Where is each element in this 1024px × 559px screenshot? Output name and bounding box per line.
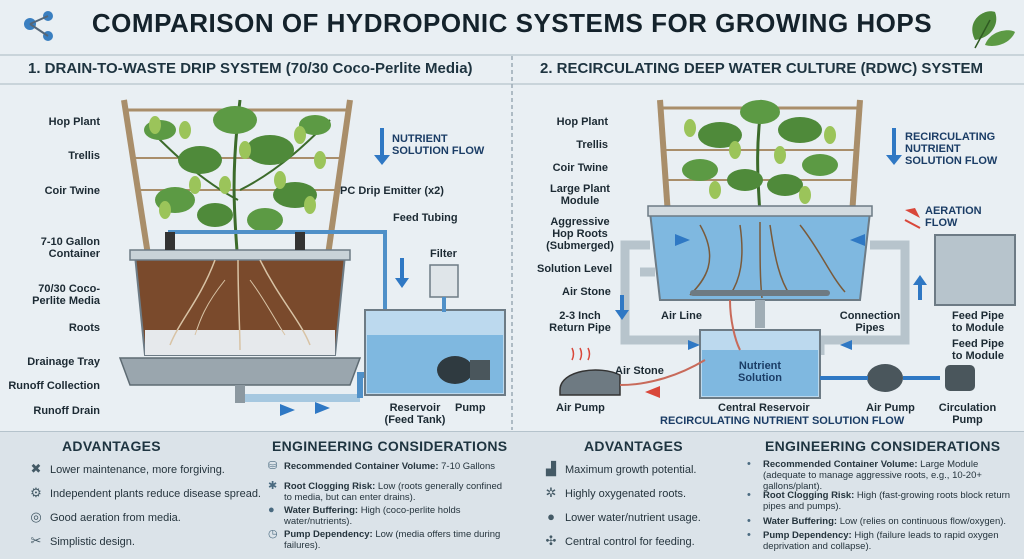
network-icon: ✣ — [545, 533, 557, 548]
left-section-heading: 1. DRAIN-TO-WASTE DRIP SYSTEM (70/30 Coc… — [28, 60, 473, 77]
timer-icon: ◷ — [268, 528, 278, 540]
tools-icon: ✖ — [30, 461, 42, 476]
left-advantage-4: ✂Simplistic design. — [28, 533, 135, 549]
label-solution-level: Solution Level — [537, 263, 613, 275]
label-feed-pipe-1: Feed Pipe to Module — [952, 310, 1004, 334]
label-drainage-tray: Drainage Tray — [27, 356, 100, 368]
label-bottom-flow: RECIRCULATING NUTRIENT SOLUTION FLOW — [660, 415, 905, 427]
left-advantage-3: ◎Good aeration from media. — [28, 509, 181, 525]
drainage-tray — [118, 357, 362, 403]
aeration-module — [904, 219, 1016, 306]
bullet-icon: • — [747, 489, 751, 501]
label-feed-pipe-2: Feed Pipe to Module — [952, 338, 1004, 362]
air-pump-right — [820, 364, 903, 392]
right-engineering-title: ENGINEERING CONSIDERATIONS — [765, 438, 1001, 454]
right-eng-2: •Root Clogging Risk: High (fast-growing … — [747, 489, 1011, 513]
grow-container — [129, 249, 351, 356]
label-aeration-flow: AERATION FLOW — [925, 205, 982, 229]
label-air-stone-2: Air Stone — [615, 365, 664, 377]
label-aggressive-roots: Aggressive Hop Roots (Submerged) — [546, 216, 614, 252]
right-advantages-title: ADVANTAGES — [584, 438, 683, 454]
label-drip-emitter: PC Drip Emitter (x2) — [340, 185, 444, 197]
left-eng-2: ✱Root Clogging Risk: Low (roots generall… — [268, 480, 503, 504]
rdwc-hop-plant — [682, 99, 838, 216]
label-air-stone: Air Stone — [562, 286, 611, 298]
left-eng-4: ◷Pump Dependency: Low (media offers time… — [268, 528, 501, 552]
right-section-heading: 2. RECIRCULATING DEEP WATER CULTURE (RDW… — [540, 60, 984, 77]
rdwc-flow-arrows — [615, 128, 927, 350]
label-trellis: Trellis — [68, 150, 100, 162]
label-feed-tubing: Feed Tubing — [393, 212, 458, 224]
left-advantage-2: ⚙Independent plants reduce disease sprea… — [28, 485, 261, 501]
label-air-pump-right: Air Pump — [866, 402, 915, 414]
droplet-icon: ● — [268, 504, 275, 516]
right-advantage-2: ✲Highly oxygenated roots. — [543, 485, 687, 501]
label-recirc-flow: RECIRCULATING NUTRIENT SOLUTION FLOW — [905, 131, 998, 167]
leaf-icon — [972, 11, 1015, 49]
label-air-line: Air Line — [661, 310, 702, 322]
bullet-icon: • — [747, 458, 751, 470]
left-advantage-1: ✖Lower maintenance, more forgiving. — [28, 461, 225, 477]
label-pump: Pump — [455, 402, 486, 414]
label-roots: Roots — [68, 322, 100, 334]
left-eng-3: ●Water Buffering: High (coco-perlite hol… — [268, 504, 461, 528]
page-title: COMPARISON OF HYDROPONIC SYSTEMS FOR GRO… — [91, 8, 933, 38]
label-container: 7-10 Gallon Container — [40, 236, 100, 260]
wrench-icon: ✂ — [30, 533, 42, 548]
right-advantage-3: ●Lower water/nutrient usage. — [543, 509, 701, 524]
label-rdwc-coir-twine: Coir Twine — [552, 162, 608, 174]
right-advantage-1: ▟Maximum growth potential. — [543, 461, 696, 477]
label-filter: Filter — [430, 248, 457, 260]
label-rdwc-hop-plant: Hop Plant — [556, 116, 608, 128]
label-circulation-pump: Circulation Pump — [938, 402, 997, 426]
molecule-icon: ✲ — [545, 485, 557, 500]
cylinder-icon: ⛁ — [268, 460, 278, 472]
plant-module — [647, 205, 873, 328]
left-eng-1: ⛁Recommended Container Volume: 7-10 Gall… — [268, 460, 496, 473]
molecule-icon — [24, 11, 53, 41]
air-pump-left — [559, 347, 706, 396]
target-icon: ◎ — [30, 509, 42, 524]
gear-icon: ⚙ — [30, 485, 42, 500]
label-rdwc-trellis: Trellis — [576, 139, 608, 151]
flow-arrows — [280, 128, 409, 416]
bug-icon: ✱ — [268, 480, 278, 492]
label-air-pump-left: Air Pump — [556, 402, 605, 414]
label-coir-twine: Coir Twine — [44, 185, 100, 197]
right-advantage-4: ✣Central control for feeding. — [543, 533, 695, 549]
central-reservoir — [699, 299, 821, 399]
label-runoff-drain: Runoff Drain — [33, 405, 100, 417]
label-return-pipe: 2-3 Inch Return Pipe — [549, 310, 611, 334]
circulation-pump — [903, 365, 975, 391]
droplet-icon: ● — [547, 509, 555, 524]
left-advantages-title: ADVANTAGES — [62, 438, 161, 454]
right-eng-1: •Recommended Container Volume: Large Mod… — [747, 458, 982, 493]
right-eng-3: •Water Buffering: Low (relies on continu… — [747, 515, 1007, 528]
aeration-arrow — [645, 208, 920, 398]
label-hop-plant: Hop Plant — [48, 116, 100, 128]
right-eng-4: •Pump Dependency: High (failure leads to… — [747, 529, 999, 553]
reservoir — [364, 264, 506, 396]
bullet-icon: • — [747, 515, 751, 527]
label-central-reservoir: Central Reservoir — [718, 402, 810, 414]
left-engineering-title: ENGINEERING CONSIDERATIONS — [272, 438, 508, 454]
bottom-panel — [0, 431, 1024, 559]
label-plant-module: Large Plant Module — [550, 183, 610, 207]
chart-icon: ▟ — [546, 461, 556, 476]
label-runoff-collection: Runoff Collection — [8, 380, 100, 392]
label-nutrient-solution: Nutrient Solution — [738, 360, 782, 384]
hop-plant — [144, 99, 331, 266]
bullet-icon: • — [747, 529, 751, 541]
label-connection-pipes: Connection Pipes — [839, 310, 901, 334]
label-reservoir: Reservoir (Feed Tank) — [384, 402, 446, 426]
label-nutrient-flow: NUTRIENT SOLUTION FLOW — [392, 133, 485, 157]
label-media: 70/30 Coco- Perlite Media — [32, 283, 100, 307]
